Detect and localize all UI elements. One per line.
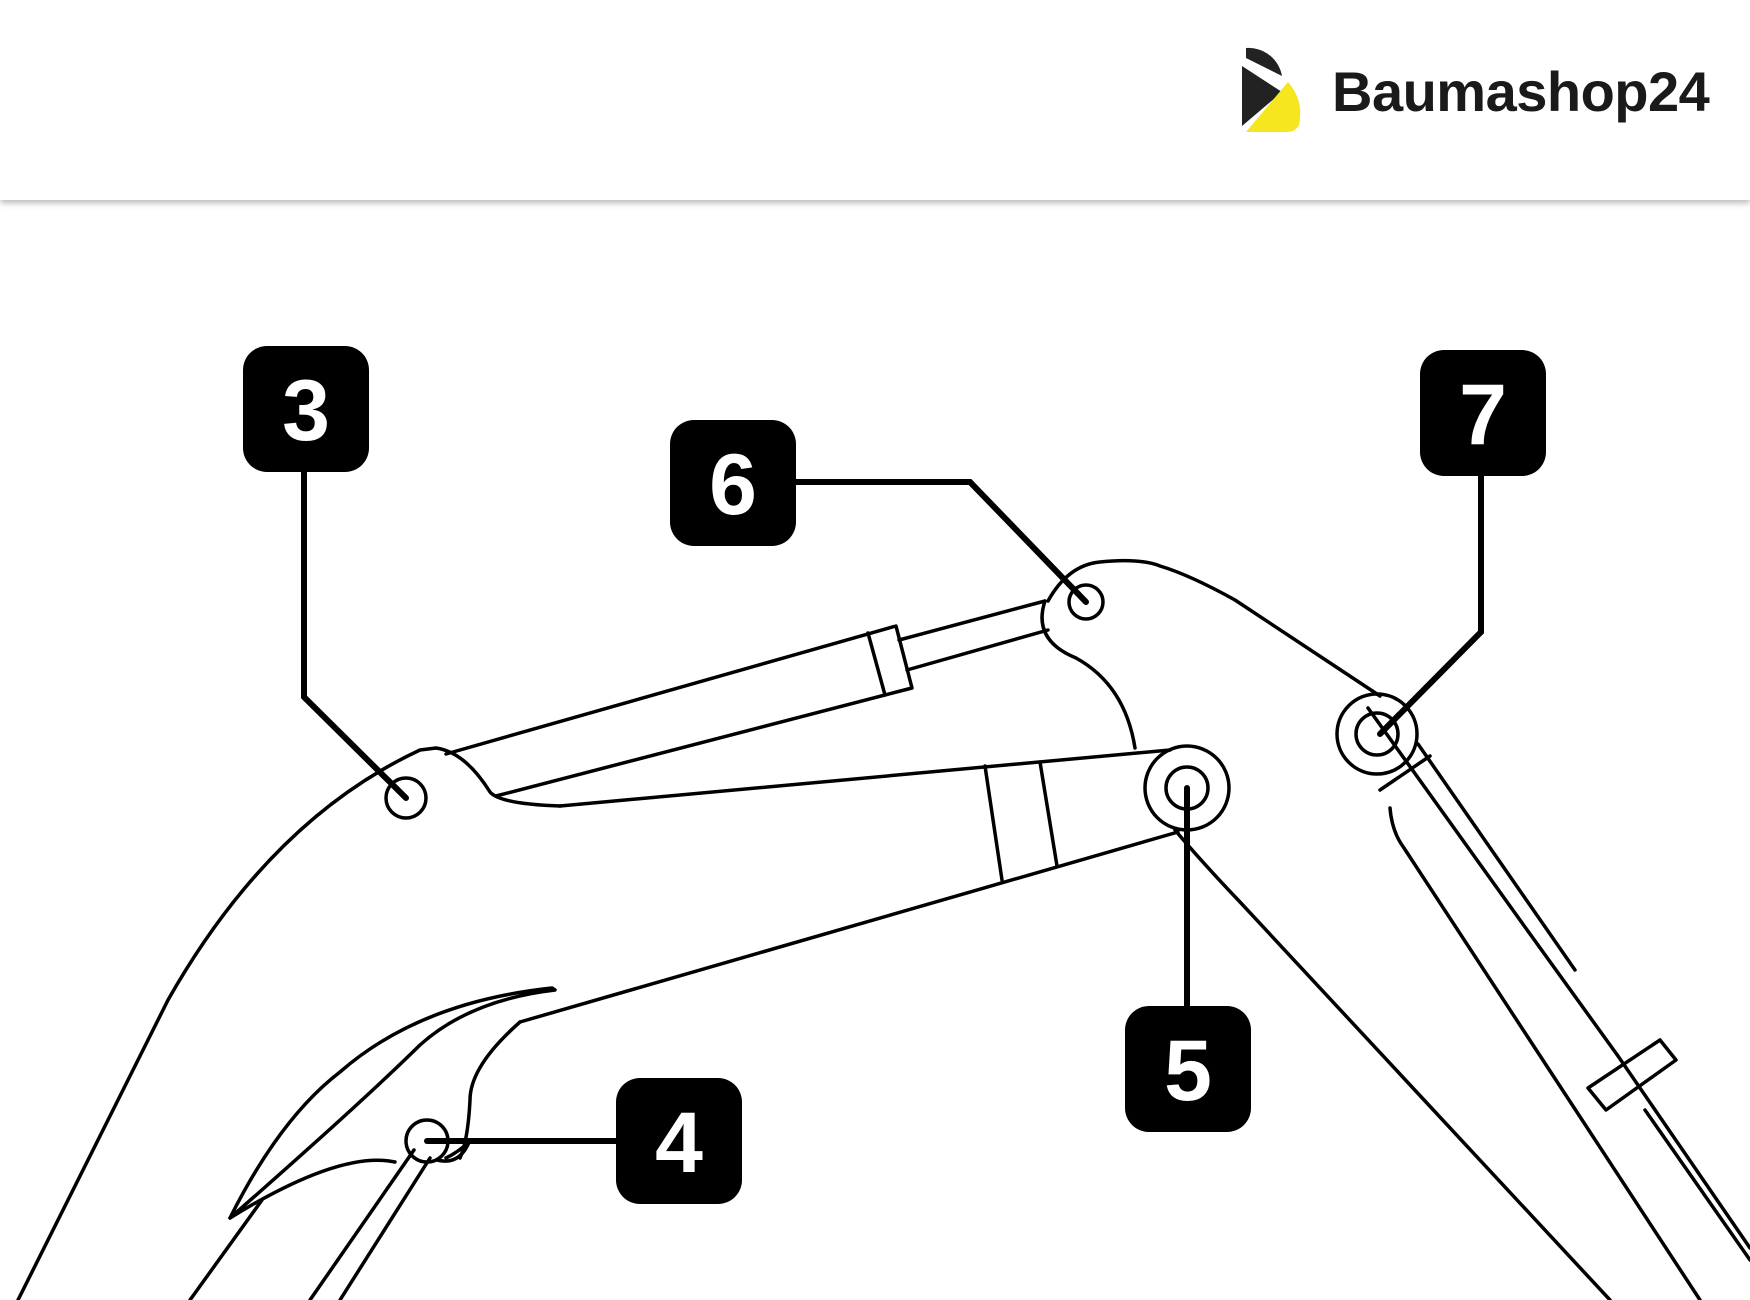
callout-3: 3 [243,346,369,472]
callout-4: 4 [616,1078,742,1204]
callout-6-number: 6 [709,437,757,533]
brand-logo[interactable]: Baumashop24 [1238,46,1710,138]
logo-icon [1242,47,1301,132]
callout-5-number: 5 [1164,1023,1212,1119]
callout-7: 7 [1420,350,1546,476]
callout-7-box [1420,350,1546,476]
callout-4-box [616,1078,742,1204]
excavator-outline [16,558,1750,1300]
callout-7-number: 7 [1459,367,1507,463]
callout-3-number: 3 [282,363,330,459]
callout-4-number: 4 [655,1095,703,1191]
callout-6-box [670,420,796,546]
leader-7 [1377,469,1484,737]
page-header: Baumashop24 [0,0,1750,200]
leader-3 [301,465,409,801]
callout-5: 5 [1125,1006,1251,1132]
leader-6 [791,479,1089,605]
brand-name: Baumashop24 [1332,60,1710,123]
callout-3-box [243,346,369,472]
callout-5-box [1125,1006,1251,1132]
callout-6: 6 [670,420,796,546]
leader-lines [301,465,1484,1144]
